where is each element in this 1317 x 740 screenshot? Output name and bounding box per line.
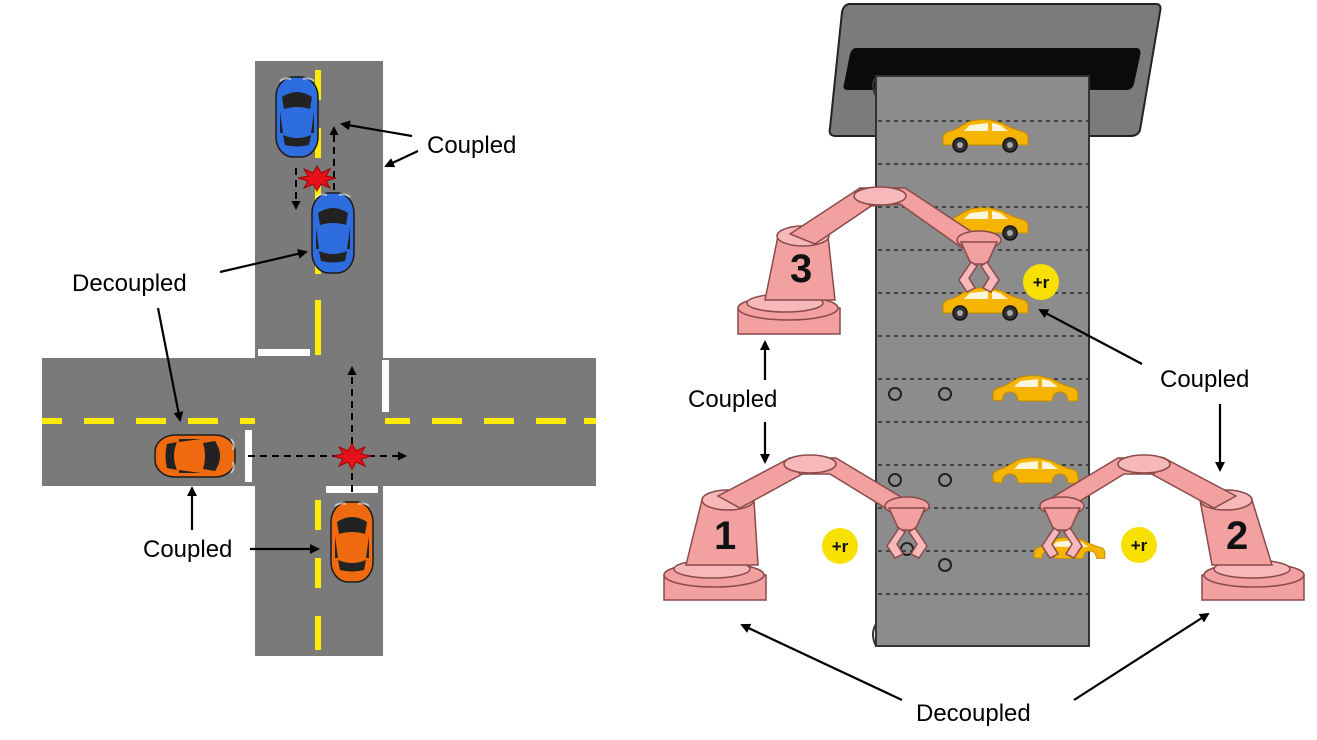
traffic-label-arrows xyxy=(156,120,419,554)
conveyor-roller-top xyxy=(872,77,877,97)
loose-wheels xyxy=(888,387,952,572)
decoupled-label-bottom: Decoupled xyxy=(916,700,1031,727)
coupled-label-right: Coupled xyxy=(1160,366,1249,393)
orange-car-icon xyxy=(153,433,237,479)
reward-badge-icon: +r xyxy=(822,528,858,564)
robot-arm-icon xyxy=(1046,454,1305,601)
coupled-label-left: Coupled xyxy=(688,386,777,413)
coupled-label-bottom: Coupled xyxy=(143,536,232,563)
reward-badge-label: +r xyxy=(1131,536,1148,555)
conveyor-belt xyxy=(875,75,1090,647)
factory-label-arrows xyxy=(740,309,1225,701)
decoupled-label: Decoupled xyxy=(72,270,187,297)
factory-assembly-line: 3 1 2 +r xyxy=(663,3,1305,727)
robot-arm-icon xyxy=(737,186,980,335)
robot-number-1: 1 xyxy=(714,514,736,558)
orange-car-icon xyxy=(329,500,375,584)
reward-badge-icon: +r xyxy=(1121,527,1157,563)
reward-badge-label: +r xyxy=(832,537,849,556)
traffic-intersection: Coupled Decoupled Coupled xyxy=(42,61,596,656)
robot-arm-icon xyxy=(663,454,908,601)
coupled-label-top: Coupled xyxy=(427,132,516,159)
conveyor-roller-bottom xyxy=(872,623,877,647)
reward-badge-label: +r xyxy=(1033,273,1050,292)
blue-car-icon xyxy=(274,75,320,159)
robot-number-3: 3 xyxy=(790,247,812,291)
robot-number-2: 2 xyxy=(1226,514,1248,558)
trajectory-arrows xyxy=(248,126,407,492)
blue-car-icon xyxy=(310,191,356,275)
reward-badge-icon: +r xyxy=(1023,264,1059,300)
